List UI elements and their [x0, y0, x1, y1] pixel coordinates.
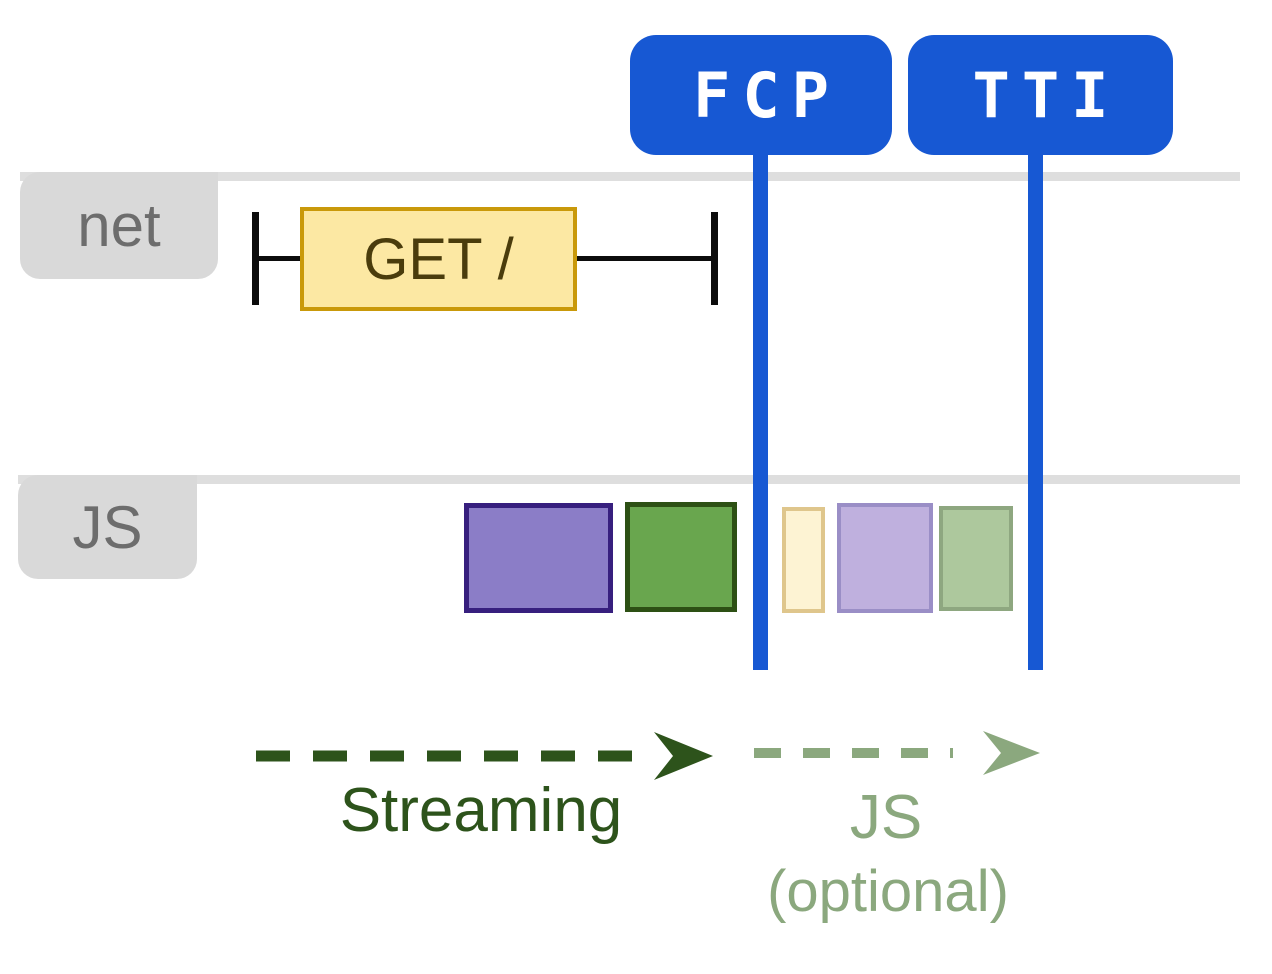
streaming-phase-label: Streaming [339, 776, 623, 845]
js-phase-sublabel: (optional) [767, 859, 1009, 924]
js-task-block-light-purple [837, 503, 933, 613]
js-optional-arrow-head [983, 731, 1040, 775]
streaming-arrow-head [654, 732, 713, 780]
js-row-label-text: JS [72, 493, 143, 561]
net-timeline-line [20, 172, 1240, 181]
fcp-marker-line [753, 150, 768, 670]
tti-badge: TTI [908, 35, 1173, 155]
js-timeline-line [18, 475, 1240, 484]
fcp-badge: FCP [630, 35, 892, 155]
js-task-block-purple [464, 503, 613, 613]
get-request-box: GET / [300, 207, 577, 311]
request-end-tick [711, 212, 718, 305]
js-task-block-green [625, 502, 737, 612]
request-start-tick [252, 212, 259, 305]
tti-marker-line [1028, 150, 1043, 670]
js-phase-label: JS [849, 783, 923, 852]
tti-badge-label: TTI [972, 58, 1121, 132]
js-task-block-light-green [939, 506, 1013, 611]
net-row-label-text: net [77, 192, 161, 259]
fcp-badge-label: FCP [693, 58, 841, 132]
js-task-block-light-yellow [782, 507, 825, 613]
js-row-label: JS [18, 475, 197, 579]
get-request-label: GET / [363, 226, 514, 292]
net-row-label: net [20, 172, 218, 279]
phase-arrows [256, 731, 1040, 780]
